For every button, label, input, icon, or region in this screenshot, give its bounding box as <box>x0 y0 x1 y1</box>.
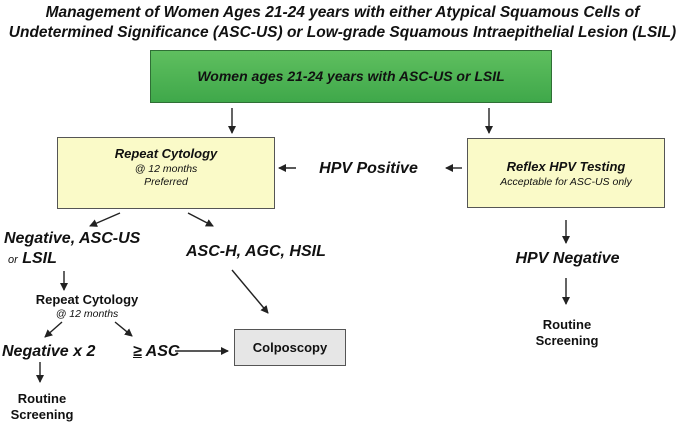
greater-equal-symbol: ≥ <box>133 343 142 360</box>
high-grade-label: ASC-H, AGC, HSIL <box>186 243 326 260</box>
colposcopy-label: Colposcopy <box>252 340 328 355</box>
negative-x2-label: Negative x 2 <box>2 343 96 360</box>
lsil-label: LSIL <box>22 250 57 267</box>
start-node-box: Women ages 21-24 years with ASC-US or LS… <box>150 50 552 103</box>
negative-ascus-label: Negative, ASC-US <box>4 230 141 247</box>
arrow-repeat2-to-neg2 <box>44 321 63 338</box>
hpv-negative-label: HPV Negative <box>515 250 620 267</box>
arrow-repeat2-to-asc <box>114 321 133 337</box>
routine-screening-right-line1: Routine <box>542 317 592 332</box>
repeat-cytology-2-node: Repeat Cytology @ 12 months <box>22 292 152 320</box>
start-node-label: Women ages 21-24 years with ASC-US or LS… <box>197 68 505 84</box>
reflex-hpv-box: Reflex HPV Testing Acceptable for ASC-US… <box>467 138 665 208</box>
hpv-positive-label: HPV Positive <box>319 160 418 177</box>
repeat-cytology-preferred: Preferred <box>144 176 188 188</box>
routine-screening-left-line1: Routine <box>17 391 67 406</box>
arrow-repeat-to-highgrade <box>187 212 214 227</box>
repeat-cytology-title: Repeat Cytology <box>114 146 218 161</box>
repeat-cytology-2-title: Repeat Cytology <box>35 292 139 307</box>
arrow-repeat-to-negative <box>89 212 121 227</box>
asc-or-greater-node: ≥ ASC <box>133 343 183 361</box>
routine-screening-left: Routine Screening <box>2 391 82 423</box>
reflex-hpv-title: Reflex HPV Testing <box>506 159 626 174</box>
colposcopy-box: Colposcopy <box>234 329 346 366</box>
repeat-cytology-2-interval: @ 12 months <box>55 308 119 320</box>
reflex-hpv-note: Acceptable for ASC-US only <box>500 176 632 188</box>
routine-screening-left-line2: Screening <box>10 407 74 422</box>
or-label: or <box>8 254 18 266</box>
asc-label: ASC <box>141 343 180 360</box>
diagram-title-line-2: Undetermined Significance (ASC-US) or Lo… <box>8 24 677 41</box>
negative-ascus-lsil-node: Negative, ASC-US or LSIL <box>4 230 154 268</box>
repeat-cytology-interval: @ 12 months <box>134 163 198 175</box>
arrow-highgrade-to-colposcopy <box>231 269 269 314</box>
routine-screening-right-line2: Screening <box>535 333 599 348</box>
diagram-title-line-1: Management of Women Ages 21-24 years wit… <box>45 4 640 21</box>
routine-screening-right: Routine Screening <box>518 317 616 349</box>
repeat-cytology-box: Repeat Cytology @ 12 months Preferred <box>57 137 275 209</box>
